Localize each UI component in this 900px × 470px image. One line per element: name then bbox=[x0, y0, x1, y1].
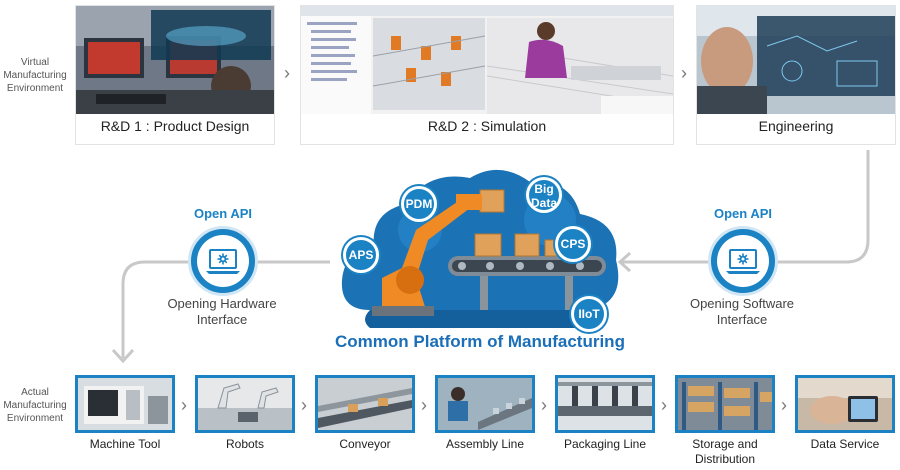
virtual-stage-simulation: R&D 2 : Simulation bbox=[301, 6, 673, 144]
big-data-badge: Big Data bbox=[526, 177, 562, 213]
actual-stage-robots: Robots bbox=[195, 375, 295, 452]
product-design-photo bbox=[76, 6, 274, 114]
actual-stage-conveyor: Conveyor bbox=[315, 375, 415, 452]
iiot-badge: IIoT bbox=[571, 296, 607, 332]
actual-stage-storage-distribution: Storage and Distribution bbox=[675, 375, 775, 467]
machine-tool-caption: Machine Tool bbox=[89, 437, 161, 451]
hardware-interface-label: Opening Hardware Interface bbox=[167, 296, 277, 327]
packaging-line-caption: Packaging Line bbox=[563, 437, 647, 451]
data-service-caption: Data Service bbox=[810, 437, 880, 451]
packaging-line-photo bbox=[558, 378, 652, 430]
platform-title: Common Platform of Manufacturing bbox=[335, 332, 625, 351]
conveyor-photo bbox=[318, 378, 412, 430]
robots-photo bbox=[198, 378, 292, 430]
chevron-right-icon: › bbox=[541, 395, 547, 415]
right-open-api-title: Open API bbox=[713, 206, 773, 221]
virtual-stage-product-design: R&D 1 : Product Design bbox=[76, 6, 274, 144]
robots-caption: Robots bbox=[225, 437, 265, 451]
engineering-photo bbox=[697, 6, 895, 114]
actual-stage-assembly-line: Assembly Line bbox=[435, 375, 535, 452]
hardware-api-badge bbox=[188, 226, 258, 296]
aps-badge: APS bbox=[343, 237, 379, 273]
chevron-right-icon: › bbox=[681, 63, 687, 83]
actual-stage-packaging-line: Packaging Line bbox=[555, 375, 655, 452]
actual-environment-label: Actual Manufacturing Environment bbox=[3, 387, 67, 424]
software-api-badge bbox=[708, 226, 778, 296]
pdm-badge: PDM bbox=[401, 186, 437, 222]
software-interface-label: Opening Software Interface bbox=[689, 296, 795, 327]
chevron-right-icon: › bbox=[661, 395, 667, 415]
storage-distribution-caption: Storage and Distribution bbox=[692, 437, 758, 466]
simulation-photo bbox=[301, 6, 673, 114]
laptop-gear-icon bbox=[726, 249, 760, 274]
conveyor-caption: Conveyor bbox=[339, 437, 391, 451]
left-open-api-title: Open API bbox=[193, 206, 253, 221]
storage-distribution-photo bbox=[678, 378, 772, 430]
chevron-right-icon: › bbox=[301, 395, 307, 415]
chevron-right-icon: › bbox=[781, 395, 787, 415]
chevron-right-icon: › bbox=[421, 395, 427, 415]
simulation-caption: R&D 2 : Simulation bbox=[427, 118, 547, 134]
laptop-gear-icon bbox=[206, 249, 240, 274]
chevron-right-icon: › bbox=[181, 395, 187, 415]
virtual-environment-label: Virtual Manufacturing Environment bbox=[3, 57, 67, 94]
cps-badge: CPS bbox=[555, 226, 591, 262]
chevron-right-icon: › bbox=[284, 63, 290, 83]
assembly-line-caption: Assembly Line bbox=[445, 437, 525, 451]
actual-stage-data-service: Data Service bbox=[795, 375, 895, 452]
product-design-caption: R&D 1 : Product Design bbox=[100, 118, 250, 134]
actual-stage-machine-tool: Machine Tool bbox=[75, 375, 175, 452]
data-service-photo bbox=[798, 378, 892, 430]
virtual-stage-engineering: Engineering bbox=[697, 6, 895, 144]
engineering-caption: Engineering bbox=[758, 118, 834, 134]
assembly-line-photo bbox=[438, 378, 532, 430]
machine-tool-photo bbox=[78, 378, 172, 430]
